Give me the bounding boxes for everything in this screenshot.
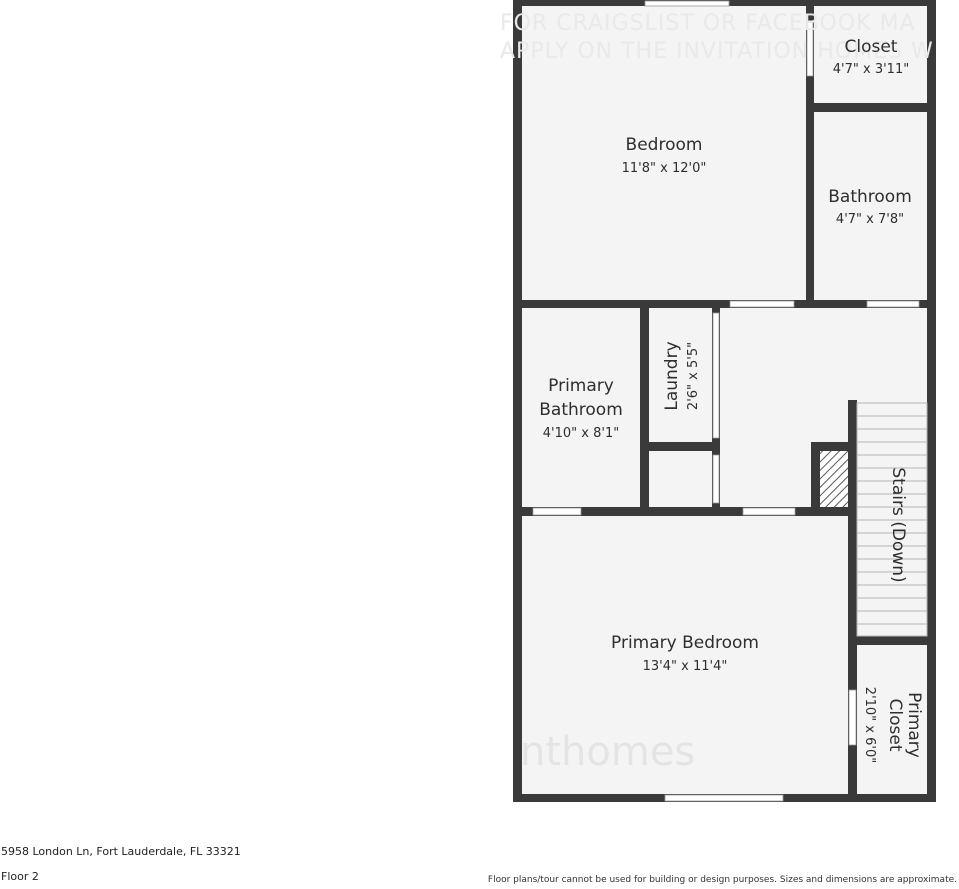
- room-dims-primary-bathroom: 4'10" x 8'1": [543, 426, 619, 441]
- room-name-bathroom: Bathroom: [828, 187, 912, 207]
- room-name-primary-closet-line1: Primary: [904, 692, 924, 758]
- room-name-bedroom: Bedroom: [626, 135, 703, 155]
- floor-area: [516, 0, 934, 798]
- property-address: 5958 London Ln, Fort Lauderdale, FL 3332…: [1, 845, 241, 858]
- floor-label: Floor 2: [1, 870, 39, 883]
- room-dims-closet: 4'7" x 3'11": [833, 62, 909, 77]
- room-dims-bedroom: 11'8" x 12'0": [622, 161, 707, 176]
- room-dims-laundry: 2'6" x 5'5": [686, 342, 701, 410]
- watermark-line-2: APPLY ON THE INVITATION HOMES W: [500, 39, 934, 64]
- hatched-chase: [820, 451, 848, 507]
- room-dims-primary-closet: 2'10" x 6'0": [862, 687, 877, 763]
- stairs: [856, 402, 928, 637]
- room-name-primary-bedroom: Primary Bedroom: [611, 633, 759, 653]
- room-dims-primary-bedroom: 13'4" x 11'4": [643, 659, 728, 674]
- room-name-closet: Closet: [845, 37, 898, 57]
- watermark-brand: nthomes: [520, 729, 695, 775]
- room-name-primary-closet-line2: Closet: [885, 699, 905, 752]
- room-name-stairs: Stairs (Down): [888, 467, 908, 582]
- room-dims-bathroom: 4'7" x 7'8": [836, 212, 904, 227]
- watermark-line-1: FOR CRAIGSLIST OR FACEBOOK MA: [500, 11, 916, 36]
- room-name-primary-bathroom-line2: Bathroom: [539, 400, 623, 420]
- disclaimer-text: Floor plans/tour cannot be used for buil…: [487, 875, 957, 885]
- room-name-primary-bathroom-line1: Primary: [548, 376, 614, 396]
- room-name-laundry: Laundry: [662, 341, 682, 410]
- wall-openings: [532, 0, 920, 802]
